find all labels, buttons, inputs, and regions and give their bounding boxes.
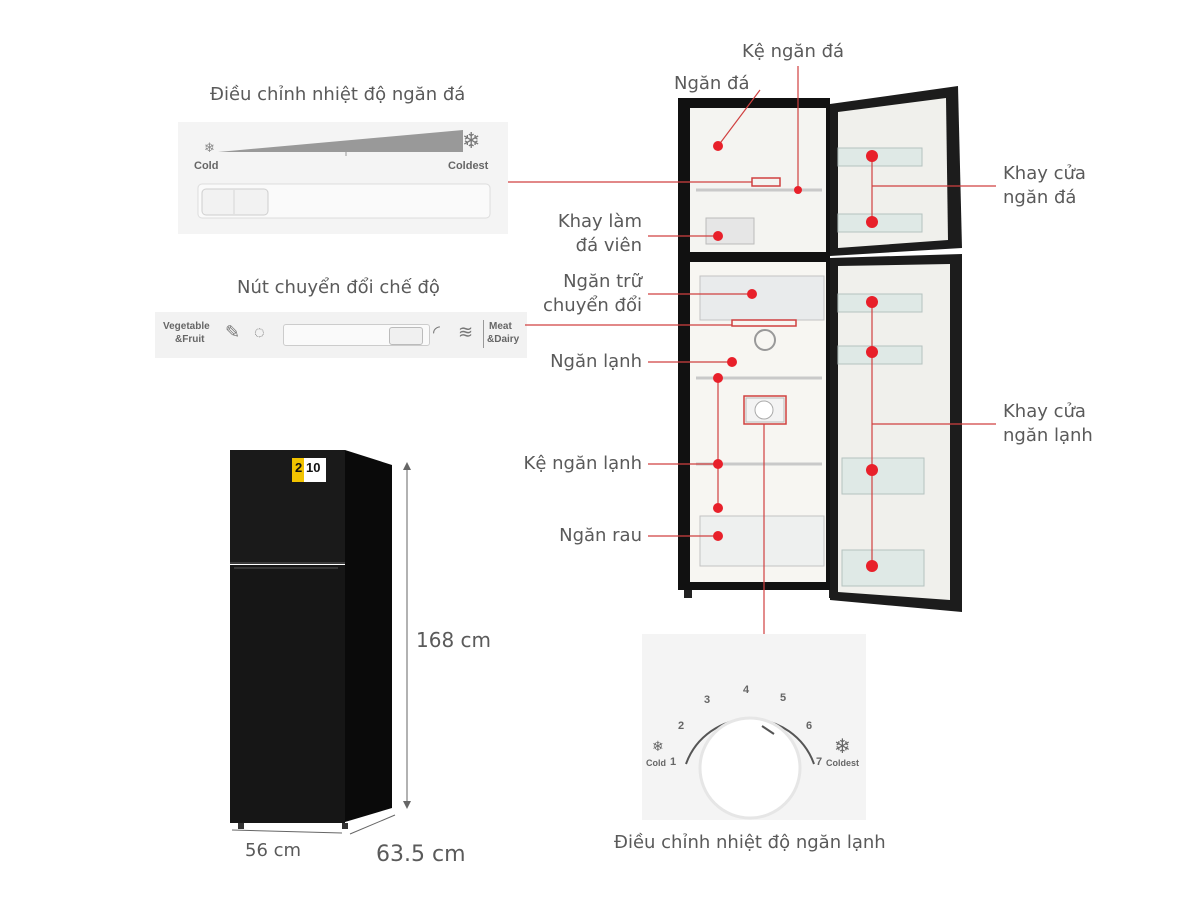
- energy-badge-star: 2: [295, 460, 303, 475]
- dial-cold-label: Cold: [646, 758, 666, 768]
- mode-switch-slider[interactable]: [283, 324, 430, 346]
- width-dimension: 56 cm: [245, 840, 302, 861]
- label-ngan-lanh: Ngăn lạnh: [550, 351, 642, 372]
- label-khay-lam-da-2: đá viên: [575, 235, 642, 256]
- label-khay-cua-lanh-1: Khay cửa: [1003, 401, 1086, 422]
- sausage-icon: ◜: [433, 322, 440, 342]
- dial-num-5: 5: [780, 692, 787, 704]
- label-khay-lam-da-1: Khay làm: [557, 211, 642, 232]
- carrot-icon: ✎: [225, 322, 241, 342]
- dial-num-2: 2: [678, 720, 685, 732]
- svg-text:❄: ❄: [204, 141, 215, 156]
- freezer-control-caption: Điều chỉnh nhiệt độ ngăn đá: [210, 84, 466, 105]
- snowflake-small-icon: ❄: [652, 738, 664, 754]
- dial-graphic: [685, 716, 815, 820]
- label-ke-ngan-da: Kệ ngăn đá: [742, 41, 845, 62]
- label-ke-ngan-lanh: Kệ ngăn lạnh: [523, 453, 642, 474]
- label-ngan-rau: Ngăn rau: [559, 525, 642, 546]
- fridge-dial-panel: 1 2 3 4 5 6 7 ❄ Cold ❄ Coldest: [642, 634, 866, 820]
- freezer-coldest-label: Coldest: [448, 160, 489, 172]
- freezer-slider-graphic: ❄: [197, 130, 491, 219]
- fruit-label: &Fruit: [175, 334, 205, 345]
- dial-num-6: 6: [806, 720, 813, 732]
- label-khay-cua-da-1: Khay cửa: [1003, 163, 1086, 184]
- height-dimension: 168 cm: [416, 628, 492, 652]
- dial-num-7: 7: [816, 756, 823, 768]
- label-ngan-tru-1: Ngăn trữ: [563, 271, 642, 292]
- dairy-label: &Dairy: [487, 334, 520, 345]
- fridge-control-caption: Điều chỉnh nhiệt độ ngăn lạnh: [614, 832, 886, 853]
- snowflake-large-dial-icon: ❄: [834, 736, 851, 758]
- apple-icon: ◌: [254, 322, 265, 342]
- label-khay-cua-lanh-2: ngăn lạnh: [1003, 425, 1093, 446]
- vegetable-label: Vegetable: [163, 321, 210, 332]
- snowflake-large-icon: ❄: [462, 128, 481, 153]
- dial-num-1: 1: [670, 756, 677, 768]
- label-ngan-da: Ngăn đá: [674, 73, 750, 94]
- mode-switch-knob[interactable]: [389, 327, 423, 345]
- meat-label: Meat: [489, 321, 512, 332]
- freezer-cold-label: Cold: [194, 160, 219, 172]
- fish-icon: ≋: [458, 322, 474, 342]
- mode-switch-caption: Nút chuyển đổi chế độ: [237, 277, 440, 298]
- dial-num-3: 3: [704, 694, 711, 706]
- dial-coldest-label: Coldest: [826, 758, 860, 768]
- dial-num-4: 4: [743, 684, 750, 696]
- label-ngan-tru-2: chuyển đổi: [542, 295, 642, 316]
- mode-switch-panel: Vegetable &Fruit ✎ ◌ ◜ ≋ Meat &Dairy: [155, 312, 527, 358]
- depth-dimension: 63.5 cm: [376, 842, 466, 867]
- freezer-control-panel: ❄ ❄ Cold Coldest: [178, 122, 508, 234]
- label-khay-cua-da-2: ngăn đá: [1003, 187, 1077, 208]
- energy-badge-number: 10: [306, 460, 321, 475]
